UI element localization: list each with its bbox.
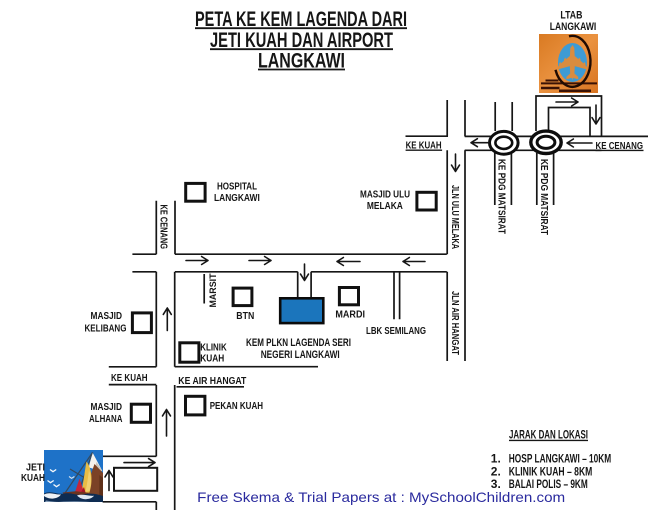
svg-text:KE KUAH: KE KUAH [111,373,148,384]
svg-text:KE CENANG: KE CENANG [157,205,168,250]
svg-text:MASJID: MASJID [91,311,123,322]
svg-text:KELIBANG: KELIBANG [85,323,127,334]
svg-text:2.: 2. [491,464,501,478]
svg-text:LBK SEMILANG: LBK SEMILANG [366,326,426,337]
svg-text:PETA KE KEM LAGENDA DARI: PETA KE KEM LAGENDA DARI [195,8,407,31]
svg-text:MARDI: MARDI [335,310,365,321]
svg-text:1.: 1. [491,451,501,465]
svg-text:NEGERI LANGKAWI: NEGERI LANGKAWI [261,349,340,361]
svg-text:KEM PLKN LAGENDA SERI: KEM PLKN LAGENDA SERI [246,337,351,349]
svg-text:LANGKAWI: LANGKAWI [550,21,597,33]
svg-text:KE PDG MATSIRAT: KE PDG MATSIRAT [495,159,506,234]
svg-text:HOSPITAL: HOSPITAL [217,182,257,193]
svg-text:LANGKAWI: LANGKAWI [258,49,345,72]
svg-text:KE PDG MATSIRAT: KE PDG MATSIRAT [538,159,549,235]
svg-text:BTN: BTN [236,311,254,322]
svg-text:HOSP LANGKAWI – 10KM: HOSP LANGKAWI – 10KM [509,451,611,465]
svg-text:KE AIR HANGAT: KE AIR HANGAT [178,376,246,387]
svg-text:JETI: JETI [26,463,45,474]
svg-text:MASJID: MASJID [91,402,123,413]
svg-text:LANGKAWI: LANGKAWI [214,193,260,204]
svg-text:LTAB: LTAB [560,9,582,21]
svg-text:MASJID ULU: MASJID ULU [360,190,410,201]
svg-text:KE CENANG: KE CENANG [596,141,644,152]
svg-text:KUAH: KUAH [21,473,45,484]
svg-text:KLINIK: KLINIK [200,343,227,354]
svg-text:JLN ULU MELAKA: JLN ULU MELAKA [449,185,460,249]
svg-text:JLN AIR HANGAT: JLN AIR HANGAT [449,291,460,355]
svg-text:MELAKA: MELAKA [367,201,403,212]
svg-text:JARAK DAN LOKASI: JARAK DAN LOKASI [509,430,588,442]
svg-text:PEKAN KUAH: PEKAN KUAH [210,401,263,412]
svg-text:MARSIT: MARSIT [208,273,219,307]
svg-text:3.: 3. [491,477,501,491]
svg-text:KUAH: KUAH [200,354,224,365]
svg-text:KLINIK KUAH – 8KM: KLINIK KUAH – 8KM [509,464,593,478]
svg-text:KE KUAH: KE KUAH [406,141,442,152]
svg-text:Free Skema & Trial Papers at :: Free Skema & Trial Papers at : MySchoolC… [197,489,565,505]
svg-text:JETI KUAH DAN AIRPORT: JETI KUAH DAN AIRPORT [210,29,393,52]
svg-text:BALAI POLIS – 9KM: BALAI POLIS – 9KM [509,477,588,491]
svg-text:ALHANA: ALHANA [89,414,123,425]
